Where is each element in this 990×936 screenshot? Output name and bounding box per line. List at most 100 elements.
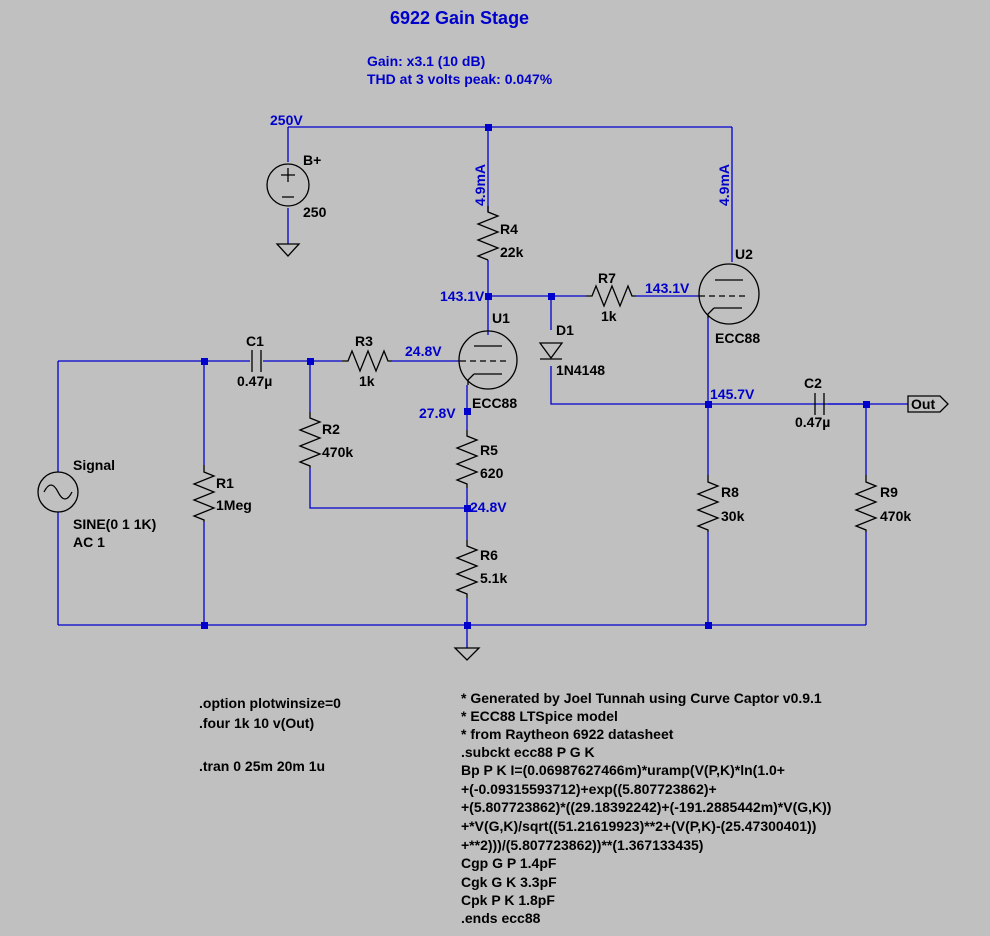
plate-u1-voltage: 143.1V [440, 288, 485, 304]
u1-triode[interactable] [458, 330, 518, 390]
model-line: * from Raytheon 6922 datasheet [461, 726, 674, 742]
r4-value: 22k [500, 244, 524, 260]
directive-line: .tran 0 25m 20m 1u [199, 758, 325, 774]
cathode-u1-voltage: 27.8V [419, 405, 456, 421]
model-line: Cgk G K 3.3pF [461, 874, 557, 890]
model-text: * Generated by Joel Tunnah using Curve C… [461, 690, 831, 926]
bias-node-voltage: 24.8V [470, 499, 507, 515]
r5-resistor[interactable] [455, 430, 479, 488]
model-line: .subckt ecc88 P G K [461, 744, 595, 760]
r2-resistor[interactable] [298, 412, 322, 468]
out-port[interactable] [907, 395, 949, 413]
spice-directives: .option plotwinsize=0 .four 1k 10 v(Out)… [199, 695, 341, 774]
r1-value: 1Meg [216, 497, 252, 513]
r4-resistor[interactable] [476, 206, 500, 261]
ground-icon [275, 243, 301, 257]
voltage-source-symbol [266, 163, 310, 207]
r2-bottom-wire [309, 468, 467, 509]
d1-diode[interactable] [538, 342, 564, 360]
r3-resistor[interactable] [342, 349, 392, 373]
r2-name: R2 [322, 421, 340, 437]
gain-note: Gain: x3.1 (10 dB) [367, 53, 485, 69]
signal-value-ac: AC 1 [73, 534, 105, 550]
tube-cathode [467, 373, 502, 385]
tube-envelope [458, 330, 518, 390]
c1-value: 0.47µ [237, 373, 272, 389]
wires [57, 126, 908, 648]
signal-name: Signal [73, 457, 115, 473]
r9-name: R9 [880, 484, 898, 500]
junction-dot [464, 622, 471, 629]
junction-dot [485, 124, 492, 131]
bplus-value: 250 [303, 204, 327, 220]
diode-body [538, 342, 564, 360]
c2-name: C2 [804, 375, 822, 391]
u1-current: 4.9mA [472, 164, 488, 206]
r8-resistor[interactable] [696, 475, 720, 532]
signal-source[interactable] [37, 471, 79, 513]
d1-name: D1 [556, 322, 574, 338]
u1-name: U1 [492, 310, 510, 326]
u2-triode[interactable] [698, 263, 760, 325]
bplus-name: B+ [303, 152, 321, 168]
r5-name: R5 [480, 442, 498, 458]
model-line: +**2)))/(5.807723862))**(1.367133435) [461, 837, 703, 853]
model-line: Cpk P K 1.8pF [461, 892, 555, 908]
directive-line: .option plotwinsize=0 [199, 695, 341, 711]
r6-name: R6 [480, 547, 498, 563]
ground-icon [453, 647, 481, 661]
c1-name: C1 [246, 333, 264, 349]
r6-resistor[interactable] [455, 540, 479, 598]
r8-value: 30k [721, 508, 745, 524]
model-line: Bp P K I=(0.06987627466m)*uramp(V(P,K)*l… [461, 762, 785, 778]
c2-value: 0.47µ [795, 414, 830, 430]
junction-dot [464, 408, 471, 415]
model-line: .ends ecc88 [461, 910, 541, 926]
d1-value: 1N4148 [556, 362, 605, 378]
r4-name: R4 [500, 221, 518, 237]
c2-capacitor[interactable] [814, 393, 825, 415]
model-line: +*V(G,K)/sqrt((51.21619923)**2+(V(P,K)-(… [461, 818, 816, 834]
out-label: Out [911, 396, 935, 412]
directive-line: .four 1k 10 v(Out) [199, 715, 314, 731]
junction-dot [201, 622, 208, 629]
junction-dot [863, 401, 870, 408]
junction-dot [485, 293, 492, 300]
r6-value: 5.1k [480, 570, 507, 586]
r1-name: R1 [216, 475, 234, 491]
r7-name: R7 [598, 270, 616, 286]
junction-dot [307, 358, 314, 365]
r3-value: 1k [359, 373, 375, 389]
r9-value: 470k [880, 508, 911, 524]
grid-u1-voltage: 24.8V [405, 343, 442, 359]
r2-value: 470k [322, 444, 353, 460]
r5-value: 620 [480, 465, 504, 481]
c1-capacitor[interactable] [251, 350, 262, 372]
junction-dot [201, 358, 208, 365]
r7-value: 1k [601, 308, 617, 324]
junction-dot [548, 293, 555, 300]
r9-resistor[interactable] [854, 475, 878, 532]
grid-u2-voltage: 143.1V [645, 280, 690, 296]
u2-value: ECC88 [715, 330, 760, 346]
schematic-title: 6922 Gain Stage [390, 8, 529, 28]
u2-name: U2 [735, 246, 753, 262]
d1-cathode-wire [550, 366, 866, 405]
r8-name: R8 [721, 484, 739, 500]
r7-resistor[interactable] [586, 284, 636, 308]
model-line: * Generated by Joel Tunnah using Curve C… [461, 690, 822, 706]
bplus-source[interactable] [266, 163, 310, 207]
signal-value-sine: SINE(0 1 1K) [73, 516, 156, 532]
r1-resistor[interactable] [192, 465, 216, 522]
u2-current: 4.9mA [716, 164, 732, 206]
sine-source-symbol [37, 471, 79, 513]
tube-envelope [698, 263, 760, 325]
r3-name: R3 [355, 333, 373, 349]
junction-dot [705, 401, 712, 408]
junction-dot [464, 505, 471, 512]
u1-value: ECC88 [472, 395, 517, 411]
cathode-u2-voltage: 145.7V [710, 386, 755, 402]
junction-dot [705, 622, 712, 629]
model-line: +(-0.09315593712)+exp((5.807723862)+ [461, 781, 717, 797]
